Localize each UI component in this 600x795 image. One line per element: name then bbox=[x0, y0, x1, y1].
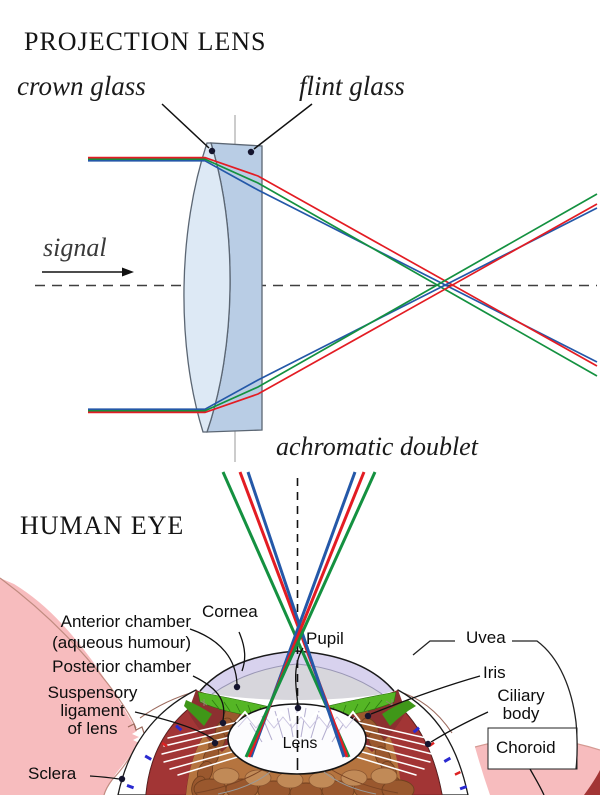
human-eye-title: HUMAN EYE bbox=[20, 511, 185, 540]
lower-ray-green bbox=[88, 193, 598, 412]
suspensory-leader bbox=[134, 711, 215, 741]
posterior-chamber-label: Posterior chamber bbox=[52, 657, 191, 676]
anterior-chamber-dot bbox=[233, 683, 241, 691]
iris-dot bbox=[364, 712, 372, 720]
cornea-band bbox=[200, 651, 394, 694]
choroid-vessels bbox=[126, 724, 468, 791]
drape-lines bbox=[195, 769, 399, 794]
suspensory-label-line3: of lens bbox=[67, 719, 118, 738]
suspensory-label-line2: ligament bbox=[60, 701, 125, 720]
crown-glass-label: crown glass bbox=[17, 71, 146, 101]
flint-glass-leader bbox=[253, 103, 313, 150]
ciliary-dot bbox=[424, 740, 432, 748]
anterior-chamber-label: Anterior chamber bbox=[60, 612, 191, 631]
crown-glass-dot bbox=[208, 147, 216, 155]
uvea-label: Uvea bbox=[466, 628, 506, 647]
upper-ray-red bbox=[88, 156, 598, 367]
lower-ray-blue bbox=[88, 207, 598, 411]
posterior-chamber-leader bbox=[192, 675, 225, 721]
anterior-chamber-leader bbox=[189, 628, 238, 685]
iris-leader bbox=[370, 675, 481, 715]
pupil-leader bbox=[294, 647, 304, 706]
human-eye-section bbox=[0, 471, 600, 795]
hyaloid-lines bbox=[217, 771, 377, 795]
lens-label: Lens bbox=[282, 735, 318, 752]
ciliary-body-label-line1: Ciliary bbox=[497, 686, 545, 705]
scallops-light-row bbox=[212, 767, 398, 789]
iris-label: Iris bbox=[483, 663, 506, 682]
sclera-leader bbox=[89, 775, 120, 780]
suspensory-label-line1: Suspensory bbox=[47, 683, 138, 702]
ciliary-leader bbox=[430, 711, 489, 743]
projection-title: PROJECTION LENS bbox=[24, 27, 267, 56]
aqueous-humour-label: (aqueous humour) bbox=[52, 633, 191, 652]
sclera-dot bbox=[118, 775, 126, 783]
signal-label: signal bbox=[43, 233, 107, 262]
eye-leader-dots bbox=[118, 683, 432, 783]
cornea-leader bbox=[238, 631, 246, 672]
eye-rays bbox=[221, 471, 377, 758]
sclera-label: Sclera bbox=[28, 764, 77, 783]
choroid-leader bbox=[529, 768, 545, 795]
eye-leaders bbox=[89, 628, 545, 795]
pupil-dot bbox=[294, 704, 302, 712]
eye-ray-right-green bbox=[244, 471, 377, 758]
lower-ray-red bbox=[88, 203, 598, 414]
eye-ray-left-blue bbox=[246, 471, 346, 758]
cornea-label: Cornea bbox=[202, 602, 258, 621]
ciliary-body-label-line2: body bbox=[502, 704, 540, 723]
zonule-zigzag bbox=[235, 710, 361, 725]
posterior-chamber-dot bbox=[219, 719, 227, 727]
flint-glass-label: flint glass bbox=[299, 71, 405, 101]
uvea-right-bracket bbox=[512, 640, 578, 770]
flint-glass-dot bbox=[247, 148, 255, 156]
zonule-zigzag-echo bbox=[237, 716, 356, 729]
upper-ray-blue bbox=[88, 159, 598, 363]
choroid-label-box bbox=[487, 727, 578, 770]
crown-glass-shape bbox=[183, 142, 231, 433]
pupil-label: Pupil bbox=[306, 629, 344, 648]
upper-ray-green bbox=[88, 158, 598, 377]
limbus-specks bbox=[200, 699, 393, 706]
corner-red-sliver bbox=[584, 770, 600, 795]
achromatic-doublet-label: achromatic doublet bbox=[276, 432, 478, 461]
projection-lens-section bbox=[35, 103, 598, 462]
skin-left bbox=[0, 578, 139, 795]
choroid-label: Choroid bbox=[496, 738, 556, 757]
suspensory-dot bbox=[211, 739, 219, 747]
crown-glass-leader bbox=[161, 103, 210, 149]
signal-arrow-head bbox=[122, 267, 134, 277]
uvea-left-mark bbox=[412, 640, 455, 656]
